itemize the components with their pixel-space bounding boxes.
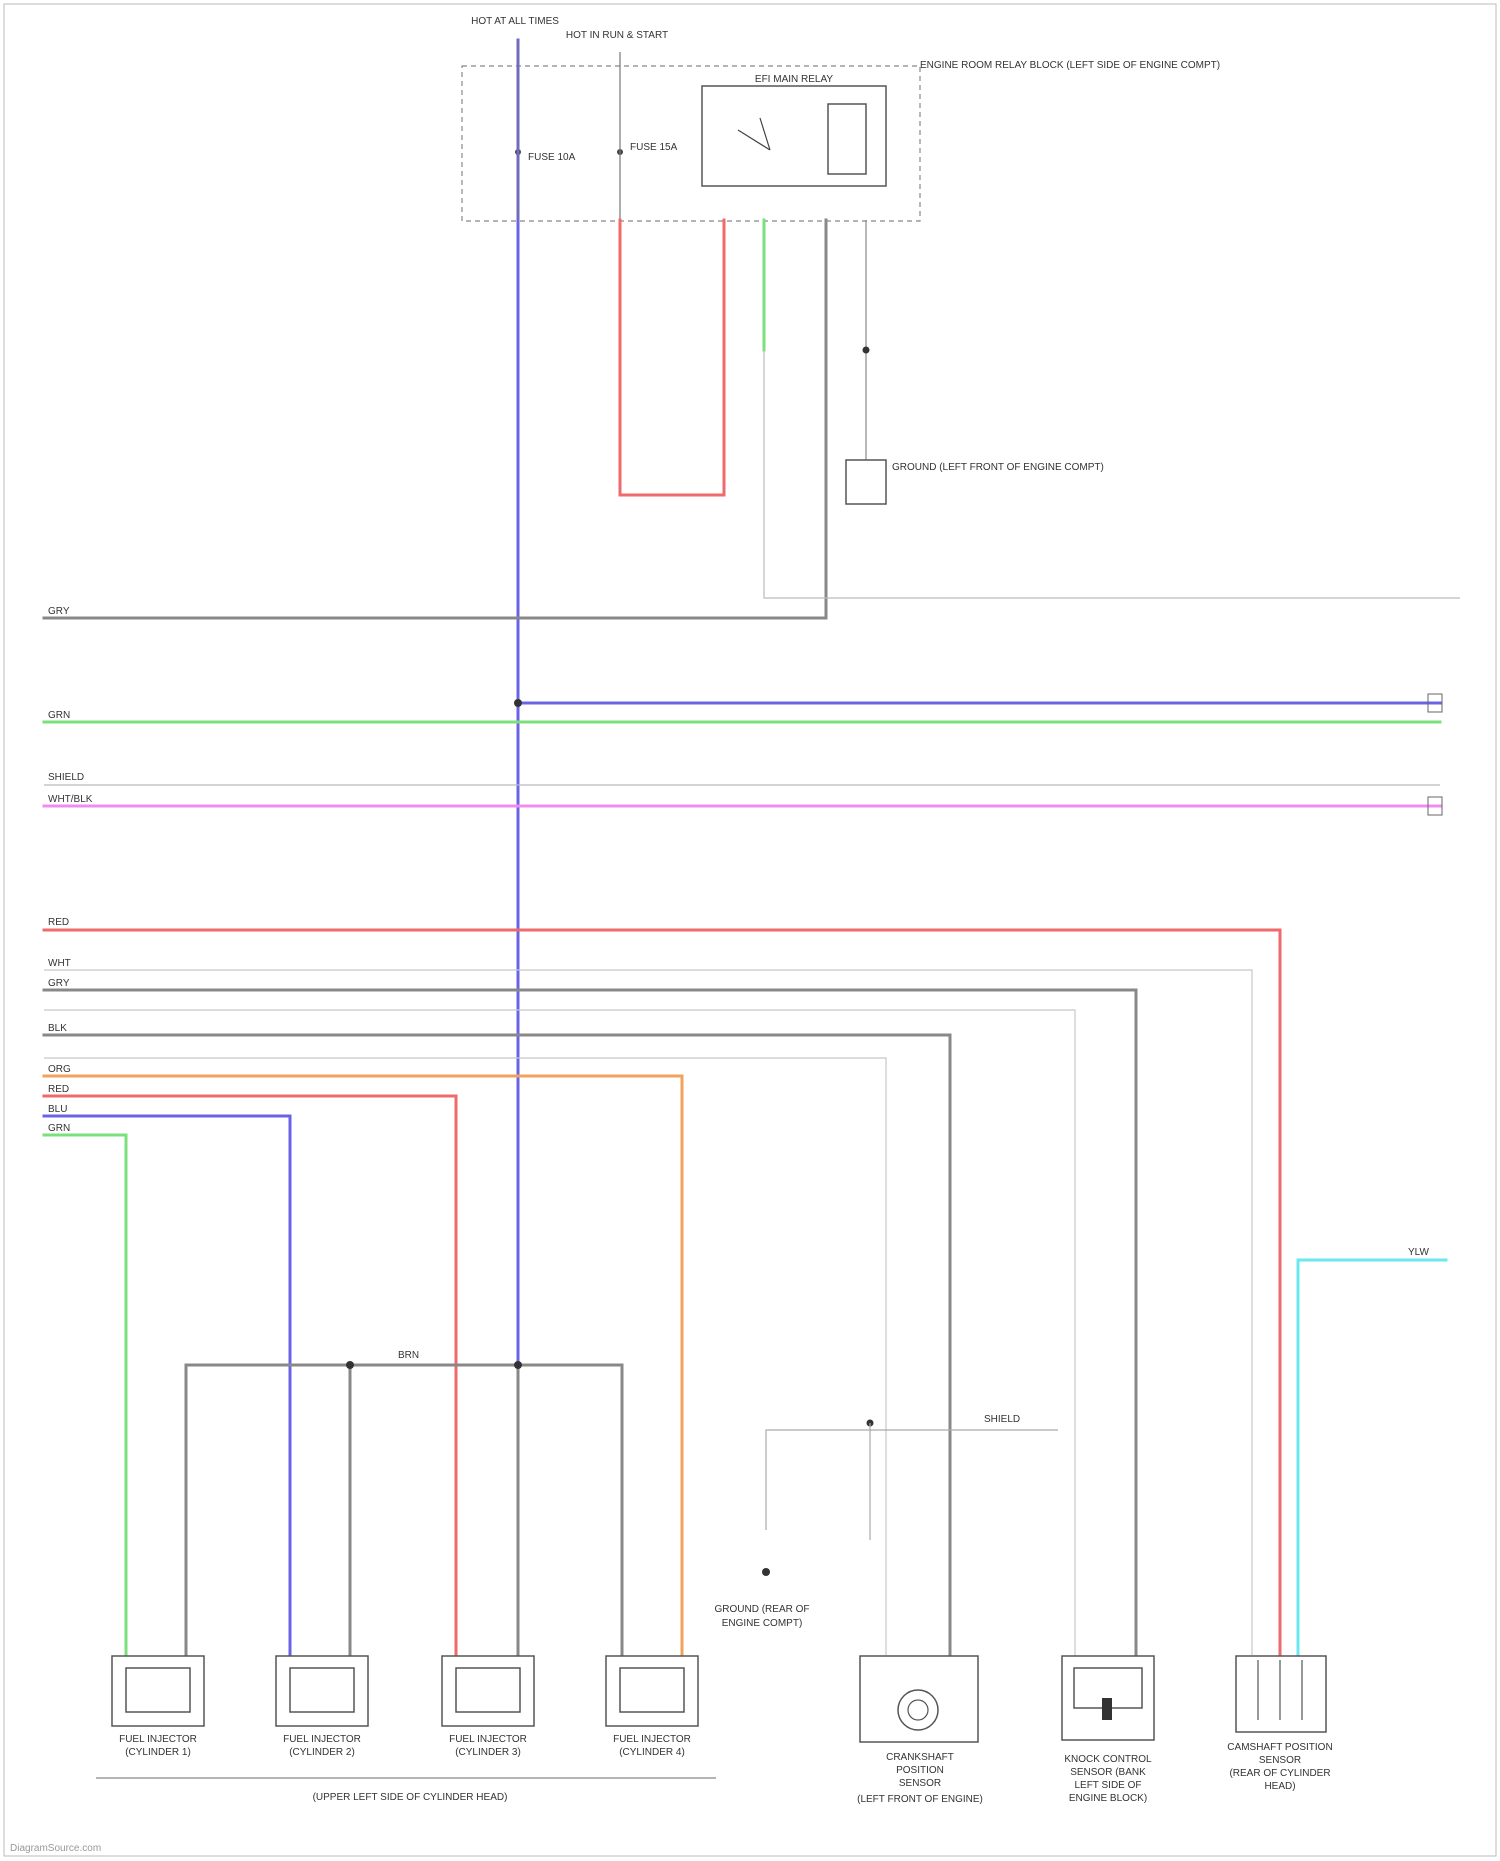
red-relay-loop — [620, 220, 724, 495]
knock-element — [1102, 1698, 1112, 1720]
relay-label: EFI MAIN RELAY — [755, 74, 833, 85]
injector-3-sub: (CYLINDER 3) — [455, 1747, 521, 1758]
wire-label-red: RED — [48, 917, 69, 928]
wire-label-pink: WHT/BLK — [48, 794, 93, 805]
cam-l1: CAMSHAFT POSITION — [1227, 1742, 1332, 1753]
crankshaft-position-sensor: CRANKSHAFT POSITION SENSOR (LEFT FRONT O… — [857, 1656, 983, 1805]
knock-control-sensor: KNOCK CONTROL SENSOR (BANK LEFT SIDE OF … — [1062, 1656, 1154, 1804]
knock-l1: KNOCK CONTROL — [1064, 1754, 1152, 1765]
injector-2-sub: (CYLINDER 2) — [289, 1747, 355, 1758]
blue-inj2-wire — [44, 1116, 290, 1660]
shield-run — [766, 1430, 1058, 1530]
knock-l3: LEFT SIDE OF — [1074, 1780, 1141, 1791]
cam-l3: (REAR OF CYLINDER — [1229, 1768, 1330, 1779]
knock-l2: SENSOR (BANK — [1070, 1767, 1146, 1778]
injector-1-name: FUEL INJECTOR — [119, 1734, 197, 1745]
wire-label-grn2: GRN — [48, 1123, 70, 1134]
wire-label-gry: GRY — [48, 606, 70, 617]
wire-label-cyan: YLW — [1408, 1247, 1429, 1258]
crank-l3: SENSOR — [899, 1778, 941, 1789]
gray-relay-wire — [44, 220, 826, 618]
ground2-line1: GROUND (REAR OF — [715, 1604, 810, 1615]
wire-label-blu: BLU — [48, 1104, 67, 1115]
splice-3 — [514, 699, 522, 707]
ground-splice — [863, 347, 870, 354]
camshaft-position-sensor: CAMSHAFT POSITION SENSOR (REAR OF CYLIND… — [1227, 1656, 1332, 1792]
wire-label-gry2: GRY — [48, 978, 70, 989]
fuel-injector-4: FUEL INJECTOR (CYLINDER 4) — [606, 1656, 698, 1758]
wire-label-blk: BLK — [48, 1023, 67, 1034]
fuse-a-label: FUSE 10A — [528, 152, 576, 163]
cyan-cam-wire — [1298, 1260, 1446, 1655]
footer-watermark: DiagramSource.com — [10, 1843, 101, 1854]
wire-label-bus: BRN — [398, 1350, 419, 1361]
orange-inj4-wire — [44, 1076, 682, 1660]
cam-l2: SENSOR — [1259, 1755, 1301, 1766]
ground2-line2: ENGINE COMPT) — [722, 1618, 803, 1629]
gray-knock-wire — [44, 990, 1136, 1660]
fuel-injector-2: FUEL INJECTOR (CYLINDER 2) — [276, 1656, 368, 1758]
wire-label-org: ORG — [48, 1064, 71, 1075]
ground2-node — [762, 1568, 770, 1576]
crank-l2: POSITION — [896, 1765, 944, 1776]
injector-2-name: FUEL INJECTOR — [283, 1734, 361, 1745]
white-cam-wire — [44, 970, 1252, 1655]
wire-label-grn: GRN — [48, 710, 70, 721]
injector-4-name: FUEL INJECTOR — [613, 1734, 691, 1745]
ground-connector — [846, 460, 886, 504]
cam-l4: HEAD) — [1264, 1781, 1295, 1792]
injector-3-name: FUEL INJECTOR — [449, 1734, 527, 1745]
green-inj1-wire — [44, 1135, 126, 1660]
hot-run-start-label: HOT IN RUN & START — [566, 30, 668, 41]
injector-location: (UPPER LEFT SIDE OF CYLINDER HEAD) — [313, 1792, 508, 1803]
relay-coil — [828, 104, 866, 174]
splice-1 — [346, 1361, 354, 1369]
hot-at-all-times-label: HOT AT ALL TIMES — [471, 16, 559, 27]
injector-power-bus — [186, 1365, 622, 1660]
shield-label: SHIELD — [984, 1414, 1020, 1425]
ground-label: GROUND (LEFT FRONT OF ENGINE COMPT) — [892, 462, 1104, 473]
wire-label-shield: SHIELD — [48, 772, 84, 783]
wire-label-wht1: WHT — [48, 958, 71, 969]
wire-label-red2: RED — [48, 1084, 69, 1095]
fuse-b-label: FUSE 15A — [630, 142, 678, 153]
red-cam-wire — [44, 930, 1280, 1655]
white-crank-wire — [44, 1058, 886, 1655]
injector-1-sub: (CYLINDER 1) — [125, 1747, 191, 1758]
injector-4-sub: (CYLINDER 4) — [619, 1747, 685, 1758]
relay-block-location: ENGINE ROOM RELAY BLOCK (LEFT SIDE OF EN… — [920, 60, 1220, 71]
gray-crank-wire — [44, 1035, 950, 1655]
fuel-injector-1: FUEL INJECTOR (CYLINDER 1) — [112, 1656, 204, 1758]
fuel-injector-3: FUEL INJECTOR (CYLINDER 3) — [442, 1656, 534, 1758]
red-inj3-wire — [44, 1096, 456, 1660]
knock-l4: ENGINE BLOCK) — [1069, 1793, 1147, 1804]
crank-l4: (LEFT FRONT OF ENGINE) — [857, 1794, 983, 1805]
splice-2 — [514, 1361, 522, 1369]
crank-l1: CRANKSHAFT — [886, 1752, 954, 1763]
white-knock-wire — [44, 1010, 1075, 1660]
